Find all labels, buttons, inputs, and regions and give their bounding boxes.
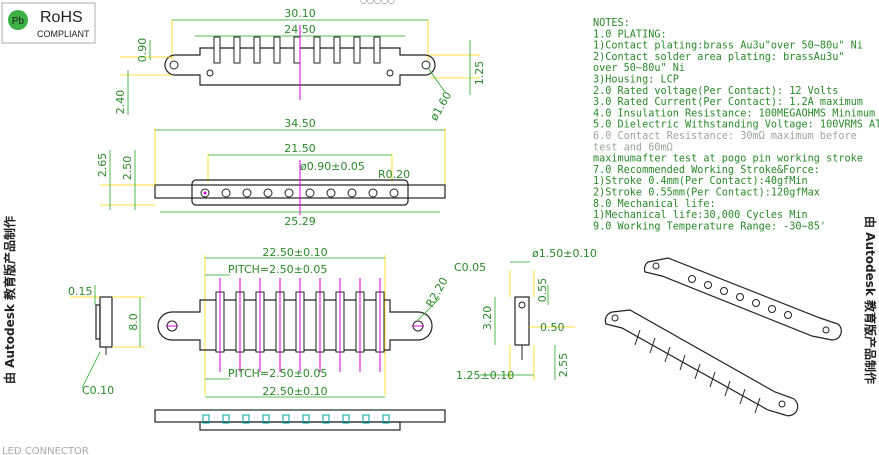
note-line: NOTES: (593, 18, 630, 29)
dim-front-top: 22.50±0.10 (262, 246, 327, 259)
rohs-seal-text: Pb (12, 16, 25, 27)
dim-front-bottom: 22.50±0.10 (262, 385, 327, 398)
rohs-subtitle: COMPLIANT (37, 29, 90, 39)
isometric-lower-pins (634, 329, 761, 414)
dim-mid-radius: R0.20 (378, 168, 410, 181)
dim-front-radius: R2.20 (423, 275, 450, 309)
note-line: 2.0 Rated voltage(Per Contact): 12 Volts (593, 86, 838, 97)
dim-mid-left-b: 2.50 (121, 156, 134, 181)
rohs-logo: Pb RoHS COMPLIANT (1, 2, 96, 44)
dim-mid-bottom: 25.29 (284, 215, 316, 228)
note-line: 5.0 Dielectric Withstanding Voltage: 100… (593, 120, 879, 131)
dim-mid-width: 34.50 (284, 117, 316, 130)
leaf-icon (8, 10, 28, 30)
note-line: maximumafter test at pogo pin working st… (593, 154, 863, 165)
note-line: 4.0 Insulation Resistance: 100MEGAOHMS M… (593, 108, 875, 119)
dim-side-right-b: 3.20 (481, 306, 494, 331)
note-line: over 50~80u" Ni (593, 63, 685, 74)
bottom-view-contacts (202, 414, 390, 424)
dim-side-left-h: 8.0 (127, 313, 140, 331)
dim-side-right-a: 0.55 (536, 278, 549, 303)
dim-mid-pin-dia: ø0.90±0.05 (300, 160, 365, 173)
top-partial-text: ○○○○○ (360, 0, 395, 5)
isometric-view-lower (604, 309, 799, 417)
dim-top-right-h: 1.25 (473, 61, 486, 86)
dim-side-right-e: 1.25±0.10 (456, 369, 514, 382)
note-line: 1)Stroke 0.4mm(Per Contact):40gfMin (593, 176, 808, 187)
note-line: 7.0 Recommended Working Stroke&Force: (593, 165, 820, 176)
middle-view-contacts (200, 188, 399, 198)
watermark-left: 由 Autodesk 教育版产品制作 (2, 216, 17, 384)
dim-top-left-v: 2.40 (114, 90, 127, 115)
isometric-view-upper (643, 257, 842, 341)
note-line: 1.0 PLATING: (593, 29, 667, 40)
rohs-title: RoHS (40, 9, 83, 26)
dim-side-right-d: 2.55 (557, 353, 570, 378)
note-line: 6.0 Contact Resistance: 30mΩ maximum bef… (593, 131, 857, 142)
bottom-view (154, 409, 446, 431)
dim-side-right-c: 0.50 (540, 321, 565, 334)
notes-block: NOTES:1.0 PLATING: 1)Contact plating:bra… (593, 18, 879, 232)
dim-side-right-dia: ø1.50±0.10 (532, 247, 597, 260)
note-line: test and 60mΩ (593, 142, 673, 153)
note-line: 2)Contact solder area plating: brassAu3u… (593, 52, 844, 63)
dim-top-width: 30.10 (284, 7, 316, 20)
note-line: 3)Housing: LCP (593, 75, 679, 86)
dim-front-pitch-bottom: PITCH=2.50±0.05 (228, 367, 327, 380)
dim-mid-inner: 21.50 (284, 142, 316, 155)
watermark-bottom-left: LED CONNECTOR (2, 446, 89, 455)
note-line: 1)Contact plating:brass Au3u"over 50~80u… (593, 41, 863, 52)
note-line: 1)Mechanical life:30,000 Cycles Min (593, 210, 808, 221)
front-view: 22.50±0.10 PITCH=2.50±0.05 (157, 246, 451, 398)
isometric-upper-contacts (688, 275, 792, 319)
watermark-right: 由 Autodesk 教育版产品制作 (863, 216, 878, 384)
front-view-pitch-lines (219, 278, 381, 372)
left-side-view: 0.15 8.0 C0.10 (68, 285, 145, 397)
dim-front-pitch-top: PITCH=2.50±0.05 (228, 263, 327, 276)
top-view-pins (213, 36, 381, 64)
note-line: 8.0 Mechanical life: (593, 199, 716, 210)
note-line: 2)Stroke 0.55mm(Per Contact):120gfMax (593, 188, 820, 199)
note-line: 3.0 Rated Current(Per Contact): 1.2A max… (593, 97, 863, 108)
top-view: 30.10 24.50 0.90 2.40 1.25 ø (114, 7, 486, 123)
note-line: 9.0 Working Temperature Range: -30~85' (593, 221, 826, 232)
dim-side-right-chamfer: C0.05 (454, 261, 486, 274)
dim-mid-left-a: 2.65 (96, 153, 109, 178)
dim-top-left-h: 0.90 (136, 38, 149, 63)
middle-view: 34.50 21.50 ø0.90±0.05 R0.20 2.65 2.50 (96, 117, 446, 228)
dim-side-left-top: 0.15 (68, 285, 93, 298)
dim-side-left-chamfer: C0.10 (82, 384, 114, 397)
right-side-view: C0.05 ø1.50±0.10 0.55 3.20 0.50 2.55 1.2… (454, 247, 597, 382)
dim-top-hole: ø1.60 (428, 89, 455, 123)
